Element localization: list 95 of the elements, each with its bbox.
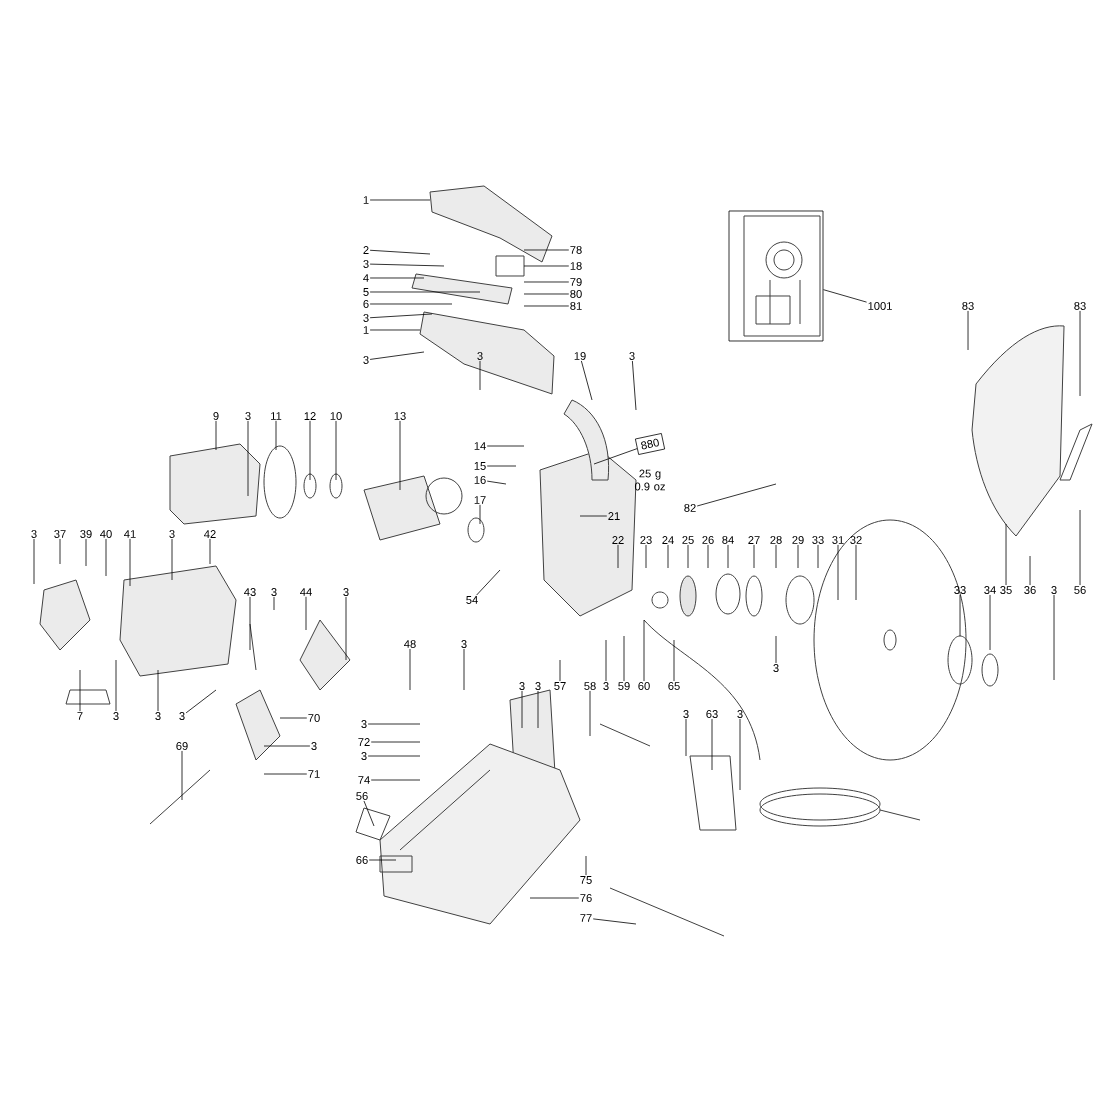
leader-line (171, 538, 173, 581)
leader-line (463, 648, 465, 691)
leader-line (486, 445, 525, 447)
leader-line (687, 544, 689, 569)
leader-line (711, 718, 713, 771)
leader-line (592, 918, 637, 925)
leader-line (335, 420, 337, 481)
leader-line (369, 351, 425, 360)
leader-line (368, 859, 397, 861)
leader-line (249, 596, 251, 651)
leader-line (369, 277, 425, 279)
leader-line (367, 755, 421, 757)
leader-line (739, 718, 741, 791)
leader-line (363, 800, 375, 827)
leader-line (79, 669, 81, 712)
leader-line (1079, 509, 1081, 586)
leader-line (157, 669, 159, 712)
leader-line (479, 360, 481, 391)
leader-line (367, 723, 421, 725)
leader-line (775, 635, 777, 664)
leader-line (523, 281, 570, 283)
leader-line (345, 596, 347, 661)
leader-line (667, 544, 669, 569)
leader-line (559, 659, 561, 682)
leader-line (959, 594, 961, 637)
leader-line (263, 773, 308, 775)
leader-line (247, 420, 249, 497)
leader-line (1029, 555, 1031, 586)
leader-line (685, 718, 687, 757)
leader-line (707, 544, 709, 569)
leader-line (305, 596, 307, 631)
leader-line (989, 594, 991, 651)
leader-line (185, 689, 217, 714)
leader-line (369, 291, 481, 293)
leader-line (486, 465, 517, 467)
leader-line (605, 639, 607, 682)
leader-line (855, 544, 857, 601)
leader-line (967, 310, 969, 351)
leader-line (1079, 310, 1081, 397)
leader-line (673, 639, 675, 682)
leader-line (215, 420, 217, 451)
leader-line (476, 569, 501, 596)
leader-line (85, 538, 87, 567)
leader-line (369, 303, 453, 305)
leader-line (617, 544, 619, 569)
leader-line (580, 360, 593, 401)
leader-line (1053, 594, 1055, 681)
leader-line (486, 480, 507, 485)
leader-line (129, 538, 131, 587)
leader-line (1005, 523, 1007, 586)
leader-line (279, 717, 308, 719)
leader-line (369, 249, 431, 255)
leader-line (643, 619, 645, 682)
leader-line (523, 293, 570, 295)
leader-line (593, 448, 638, 465)
leader-line (370, 741, 421, 743)
leader-line (309, 420, 311, 481)
leader-line (33, 538, 35, 585)
leader-line (523, 305, 570, 307)
leader-line (775, 544, 777, 569)
leader-line (585, 855, 587, 876)
leader-line (115, 659, 117, 712)
leader-line (369, 313, 433, 319)
leader-line (837, 544, 839, 601)
leader-line (209, 538, 211, 565)
leader-line (632, 360, 637, 411)
leader-line (823, 289, 867, 303)
leader-line (589, 690, 591, 737)
leader-line (273, 596, 275, 611)
leader-line (645, 544, 647, 569)
inset-picture (728, 210, 824, 342)
leader-line (523, 249, 570, 251)
leader-line (263, 745, 311, 747)
leader-line (727, 544, 729, 569)
leader-line (369, 199, 431, 201)
leader-line (753, 544, 755, 569)
leader-line (275, 420, 277, 451)
leader-line (523, 265, 570, 267)
leader-line (696, 483, 777, 507)
leader-line (105, 538, 107, 577)
leader-line (817, 544, 819, 569)
leader-line (370, 779, 421, 781)
leader-line (579, 515, 608, 517)
leader-line (409, 648, 411, 691)
leader-line (521, 690, 523, 729)
leader-line (479, 504, 481, 525)
leader-line (181, 750, 183, 801)
leader-line (399, 420, 401, 491)
leader-line (623, 635, 625, 682)
leader-line (797, 544, 799, 569)
leader-line (369, 263, 445, 267)
leader-line (537, 690, 539, 729)
leader-line (369, 329, 421, 331)
leader-line (59, 538, 61, 565)
leader-line (529, 897, 580, 899)
